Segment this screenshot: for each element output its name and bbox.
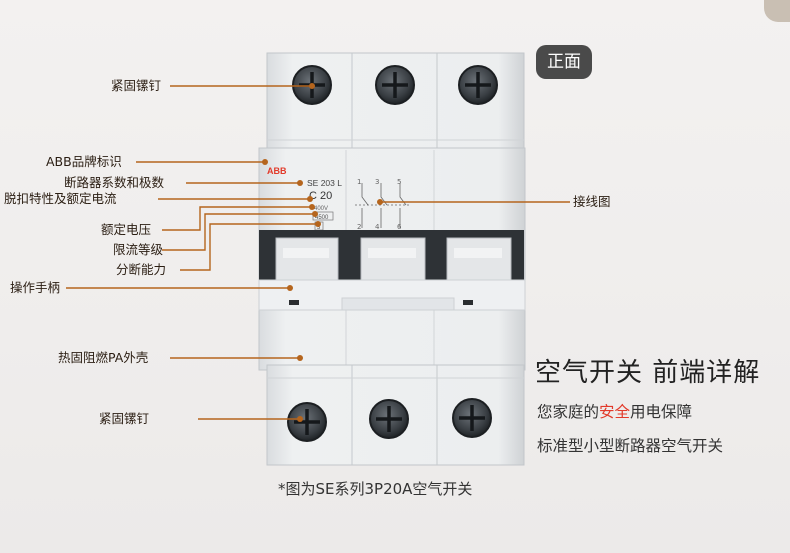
- model-text: SE 203 L: [307, 178, 342, 188]
- callout-handle: 操作手柄: [10, 280, 61, 295]
- corner-decoration: [764, 0, 790, 22]
- subtitle-standard: 标准型小型断路器空气开关: [537, 437, 724, 455]
- callout-series-poles: 断路器系数和极数: [64, 175, 165, 190]
- callout-rated-voltage: 额定电压: [101, 222, 152, 237]
- capacity-text: 4500: [315, 215, 329, 221]
- screw-icon: [452, 398, 492, 438]
- rating-text: C 20: [309, 190, 332, 202]
- image-caption: *图为SE系列3P20A空气开关: [278, 480, 473, 498]
- terminal-6: 6: [397, 223, 402, 231]
- terminal-1: 1: [357, 178, 361, 186]
- callout-trip-rating: 脱扣特性及额定电流: [4, 191, 117, 206]
- voltage-text: 400V: [314, 206, 328, 212]
- terminal-3: 3: [375, 178, 379, 186]
- callout-wiring: 接线图: [573, 194, 611, 209]
- screw-icon: [375, 65, 415, 105]
- subtitle-safety-highlight: 安全: [599, 403, 631, 421]
- callout-lines: [66, 85, 570, 420]
- callout-current-limit: 限流等级: [113, 242, 164, 257]
- callout-screw-bottom: 紧固镙钉: [99, 411, 150, 426]
- subtitle-safety-before: 您家庭的: [537, 403, 600, 421]
- terminal-5: 5: [397, 178, 401, 186]
- screw-icon: [287, 402, 327, 442]
- callout-brand: ABB品牌标识: [46, 154, 122, 169]
- terminal-2: 2: [357, 223, 361, 231]
- subtitle-safety: 您家庭的安全用电保障: [537, 400, 692, 422]
- screw-icon: [369, 399, 409, 439]
- screw-icon: [458, 65, 498, 105]
- callout-screw-top: 紧固镙钉: [111, 78, 162, 93]
- terminal-4: 4: [375, 223, 380, 231]
- page-heading: 空气开关 前端详解: [535, 358, 761, 388]
- front-badge: 正面: [536, 45, 592, 79]
- class-text: 3: [317, 225, 321, 231]
- subtitle-safety-after: 用电保障: [630, 403, 693, 421]
- callout-shell: 热固阻燃PA外壳: [58, 350, 149, 365]
- operating-handle: [258, 230, 526, 311]
- brand-logo: ABB: [267, 166, 287, 176]
- callout-breaking-capacity: 分断能力: [116, 262, 167, 277]
